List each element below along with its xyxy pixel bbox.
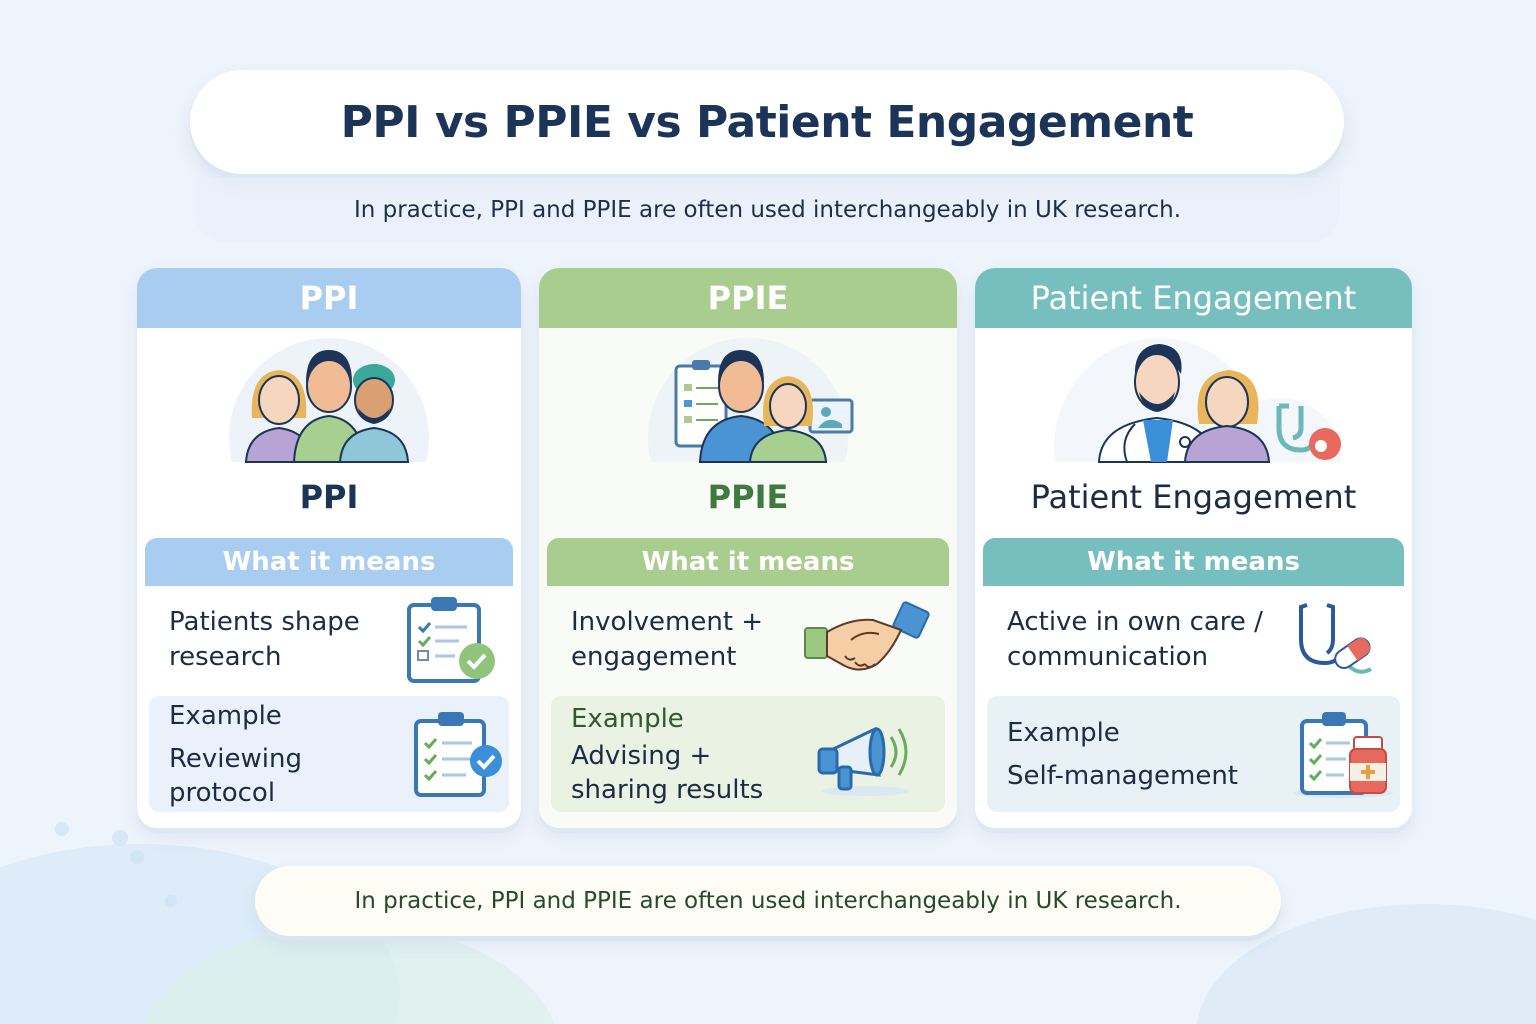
meaning-row: Active in own care / communication	[983, 586, 1404, 694]
card-patient-engagement: Patient Engagement Patient Engagement Wh	[975, 268, 1412, 828]
subtitle-banner: In practice, PPI and PPIE are often used…	[195, 178, 1340, 242]
footer-text: In practice, PPI and PPIE are often used…	[354, 888, 1182, 914]
background-bubble	[112, 830, 128, 846]
page-title: PPI vs PPIE vs Patient Engagement	[340, 96, 1194, 148]
meaning-text: Patients shape research	[169, 607, 360, 672]
example-row: Example Reviewing protocol	[149, 696, 509, 812]
title-banner: PPI vs PPIE vs Patient Engagement	[190, 70, 1344, 174]
card-header: PPI	[137, 268, 521, 328]
meaning-row: Patients shape research	[145, 586, 513, 694]
background-bubble	[130, 850, 144, 864]
megaphone-icon	[815, 709, 915, 799]
stethoscope-pill-icon	[1287, 595, 1377, 685]
meaning-text: Active in own care / communication	[1007, 607, 1263, 672]
example-label: Example	[571, 704, 684, 734]
meaning-row: Involvement + engagement	[547, 586, 949, 694]
what-it-means-header: What it means	[547, 538, 949, 586]
example-row: Example Advising + sharing results	[551, 696, 945, 812]
card-header: Patient Engagement	[975, 268, 1412, 328]
example-text: Advising + sharing results	[571, 741, 764, 805]
clipboard-medicine-icon	[1288, 709, 1398, 799]
example-row: Example Self-management	[987, 696, 1400, 812]
card-title: PPI	[299, 478, 359, 516]
background-bubble	[165, 895, 177, 907]
example-label: Example	[1007, 718, 1120, 748]
clipboard-checklist-icon	[410, 709, 505, 799]
handshake-icon	[801, 600, 931, 680]
background-bubble	[55, 822, 69, 836]
what-it-means-header: What it means	[983, 538, 1404, 586]
card-ppi: PPI PPI What it means Patients shape res…	[137, 268, 521, 828]
doctor-and-patient-icon	[975, 328, 1412, 468]
group-of-three-people-icon	[137, 328, 521, 468]
clipboard-check-icon	[399, 595, 499, 685]
card-title: PPIE	[707, 478, 789, 516]
example-text: Reviewing protocol	[169, 744, 302, 808]
example-label: Example	[169, 701, 282, 731]
footer-note: In practice, PPI and PPIE are often used…	[255, 866, 1281, 936]
what-it-means-header: What it means	[145, 538, 513, 586]
card-header: PPIE	[539, 268, 957, 328]
card-ppie: PPIE PPIE What it m	[539, 268, 957, 828]
example-text: Self-management	[1007, 761, 1239, 791]
subtitle-text: In practice, PPI and PPIE are often used…	[353, 197, 1182, 223]
meaning-text: Involvement + engagement	[571, 607, 764, 672]
card-title: Patient Engagement	[1030, 478, 1357, 516]
two-people-with-clipboard-icon	[539, 328, 957, 468]
